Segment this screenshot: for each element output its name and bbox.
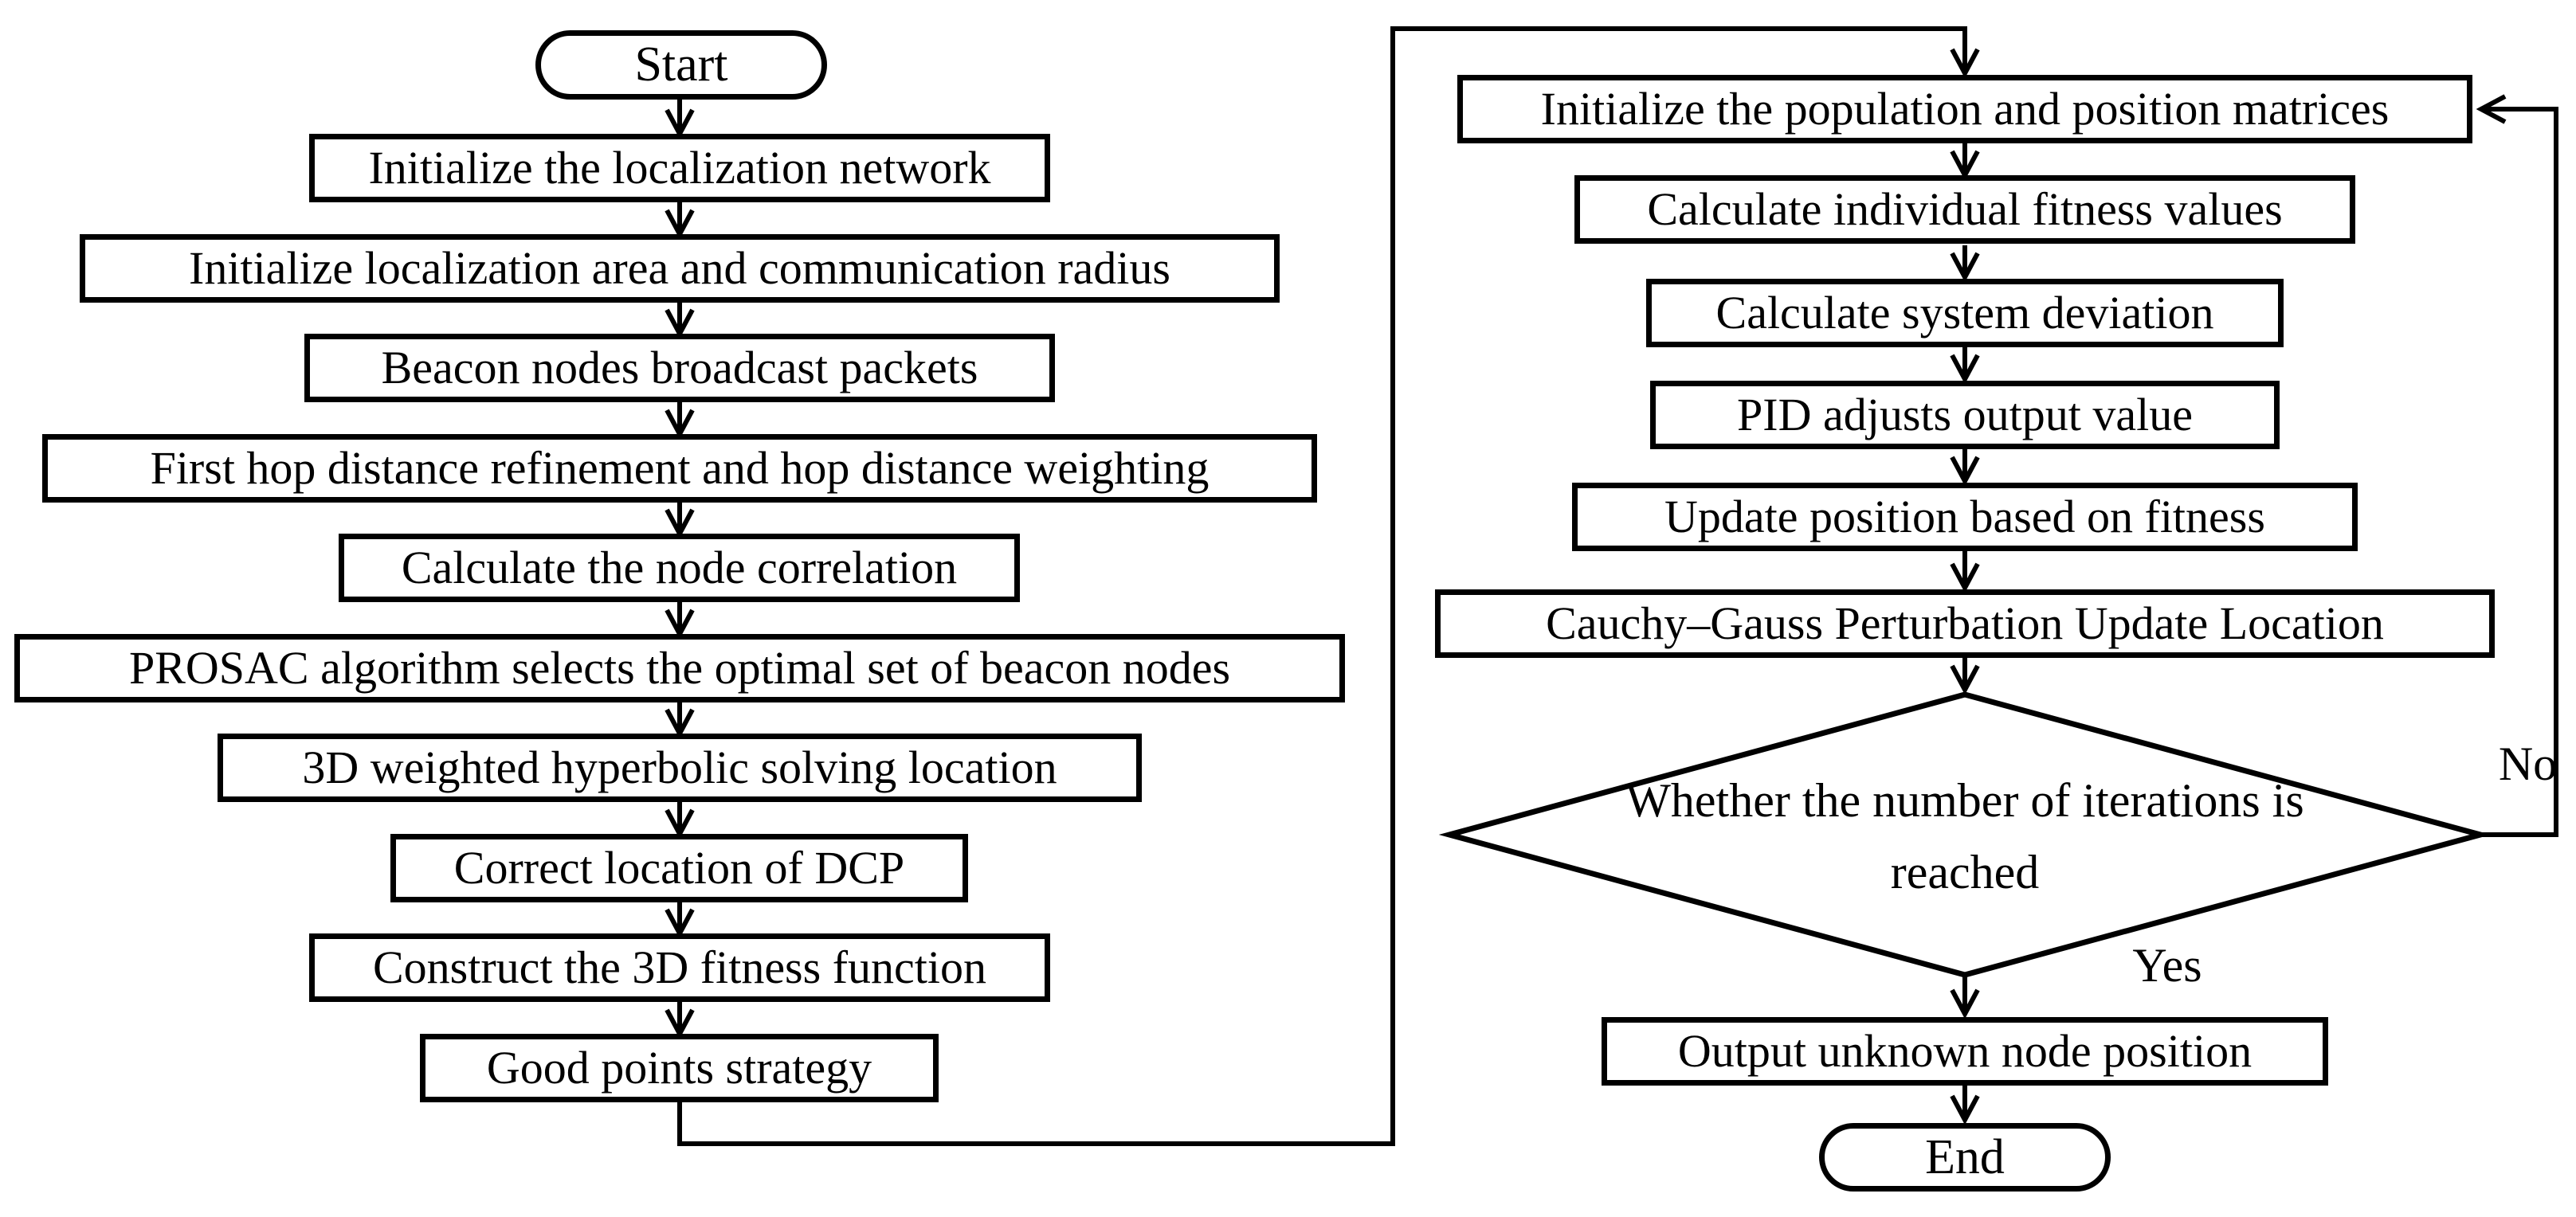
node-first-hop-refinement: First hop distance refinement and hop di…	[42, 434, 1317, 503]
node-initialize-area-and-radius: Initialize localization area and communi…	[80, 234, 1280, 303]
node-output-unknown-position: Output unknown node position	[1602, 1017, 2328, 1086]
connector-left-column-to-right-column	[677, 26, 1965, 1146]
connector-no-loop	[2480, 109, 2558, 837]
node-initialize-population-matrices: Initialize the population and position m…	[1457, 75, 2472, 143]
node-beacon-broadcast: Beacon nodes broadcast packets	[304, 334, 1055, 402]
yes-branch-label: Yes	[2132, 939, 2202, 992]
node-end: End	[1819, 1123, 2111, 1192]
node-update-position-fitness: Update position based on fitness	[1572, 483, 2358, 551]
node-individual-fitness: Calculate individual fitness values	[1574, 175, 2355, 244]
node-node-correlation: Calculate the node correlation	[339, 534, 1020, 602]
node-good-points-strategy: Good points strategy	[420, 1034, 939, 1102]
decision-diamond-shape	[1438, 691, 2492, 978]
node-pid-adjusts-output: PID adjusts output value	[1650, 381, 2280, 449]
node-correct-dcp: Correct location of DCP	[390, 834, 968, 902]
node-prosac-selection: PROSAC algorithm selects the optimal set…	[14, 634, 1345, 702]
node-initialize-localization-network: Initialize the localization network	[309, 134, 1050, 202]
decision-label: Whether the number of iterations is reac…	[1514, 761, 2416, 912]
node-cauchy-gauss-perturbation: Cauchy–Gauss Perturbation Update Locatio…	[1435, 589, 2495, 658]
decision-line2: reached	[1890, 846, 2040, 898]
node-start: Start	[535, 30, 827, 100]
node-3d-hyperbolic-location: 3D weighted hyperbolic solving location	[218, 734, 1142, 802]
node-3d-fitness-function: Construct the 3D fitness function	[309, 933, 1050, 1002]
node-system-deviation: Calculate system deviation	[1646, 279, 2284, 347]
no-branch-label: No	[2498, 738, 2558, 790]
decision-line1: Whether the number of iterations is	[1625, 774, 2304, 827]
